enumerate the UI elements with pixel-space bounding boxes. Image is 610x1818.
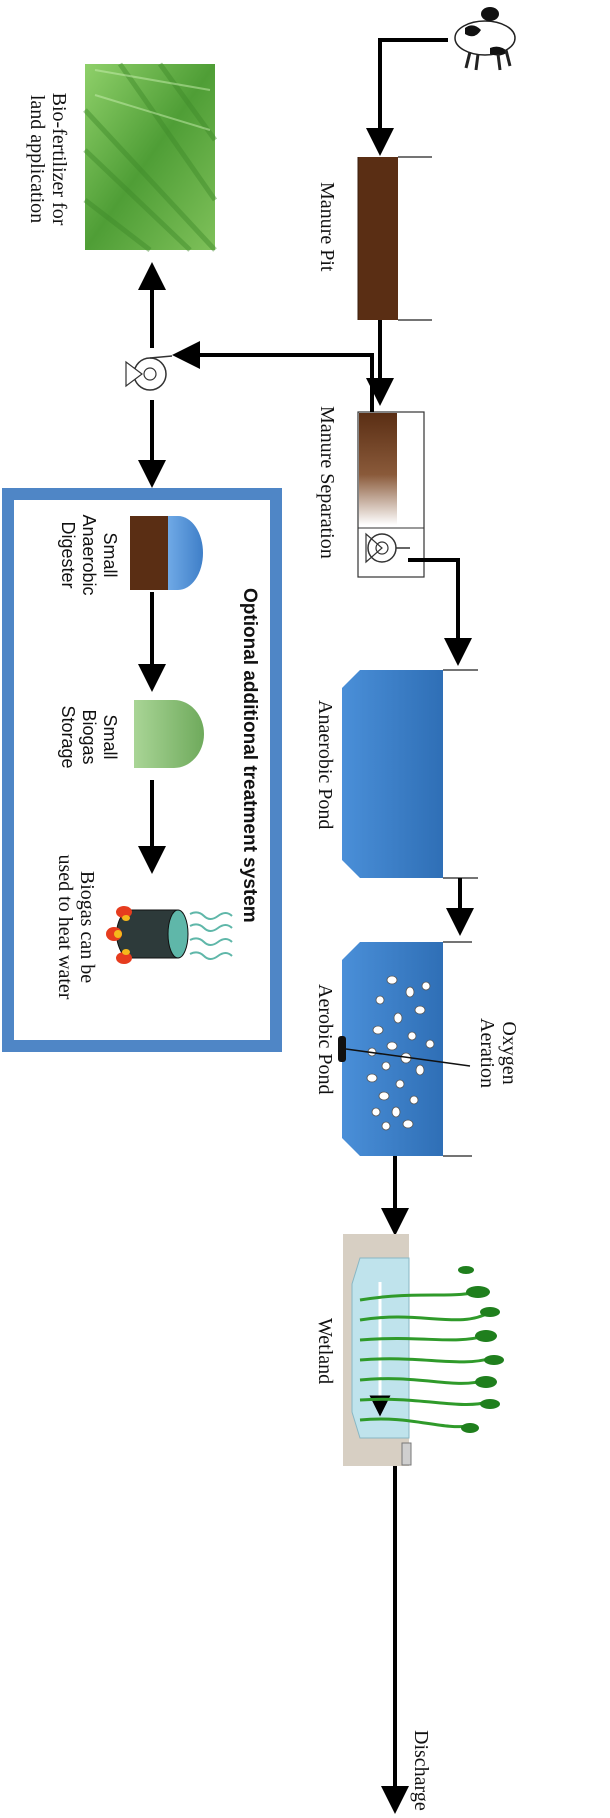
label-discharge: Discharge (410, 1730, 432, 1811)
aerator-icon (338, 1036, 471, 1067)
label-anaerobic-pond: Anaerobic Pond (314, 700, 336, 830)
label-bio-fertilizer: Bio-fertilizer for land application (26, 92, 70, 226)
pump-icon (365, 532, 410, 564)
anaerobic-pond (342, 669, 478, 879)
label-manure-separation: Manure Separation (316, 406, 338, 559)
aerobic-pond (338, 941, 472, 1157)
label-wetland: Wetland (314, 1318, 336, 1385)
manure-pit (357, 156, 432, 321)
label-optional-box-title: Optional additional treatment system (239, 588, 260, 923)
label-oxygen-aeration: Oxygen Aeration (476, 1018, 520, 1088)
label-biogas-use: Biogas can be used to heat water (54, 854, 98, 1000)
pump-icon (125, 355, 173, 391)
cow-icon (454, 7, 516, 71)
aeration-bubbles (366, 975, 435, 1131)
optional-treatment-box (2, 488, 282, 1052)
field-image-icon (83, 62, 218, 252)
small-biogas-storage (134, 700, 204, 768)
label-aerobic-pond: Aerobic Pond (314, 984, 336, 1095)
arrow-separation-to-anaerobic (408, 558, 472, 666)
arrow-separation-to-pump (172, 341, 374, 412)
small-anaerobic-digester (130, 516, 203, 590)
manure-separation (357, 411, 425, 578)
burner-pot-icon (106, 906, 233, 964)
label-small-anaerobic-digester: Small Anaerobic Digester (58, 514, 120, 596)
label-manure-pit: Manure Pit (316, 182, 338, 272)
label-small-biogas-storage: Small Biogas Storage (58, 705, 120, 769)
wetland (343, 1234, 504, 1466)
arrow-cow-to-pit (366, 38, 448, 156)
